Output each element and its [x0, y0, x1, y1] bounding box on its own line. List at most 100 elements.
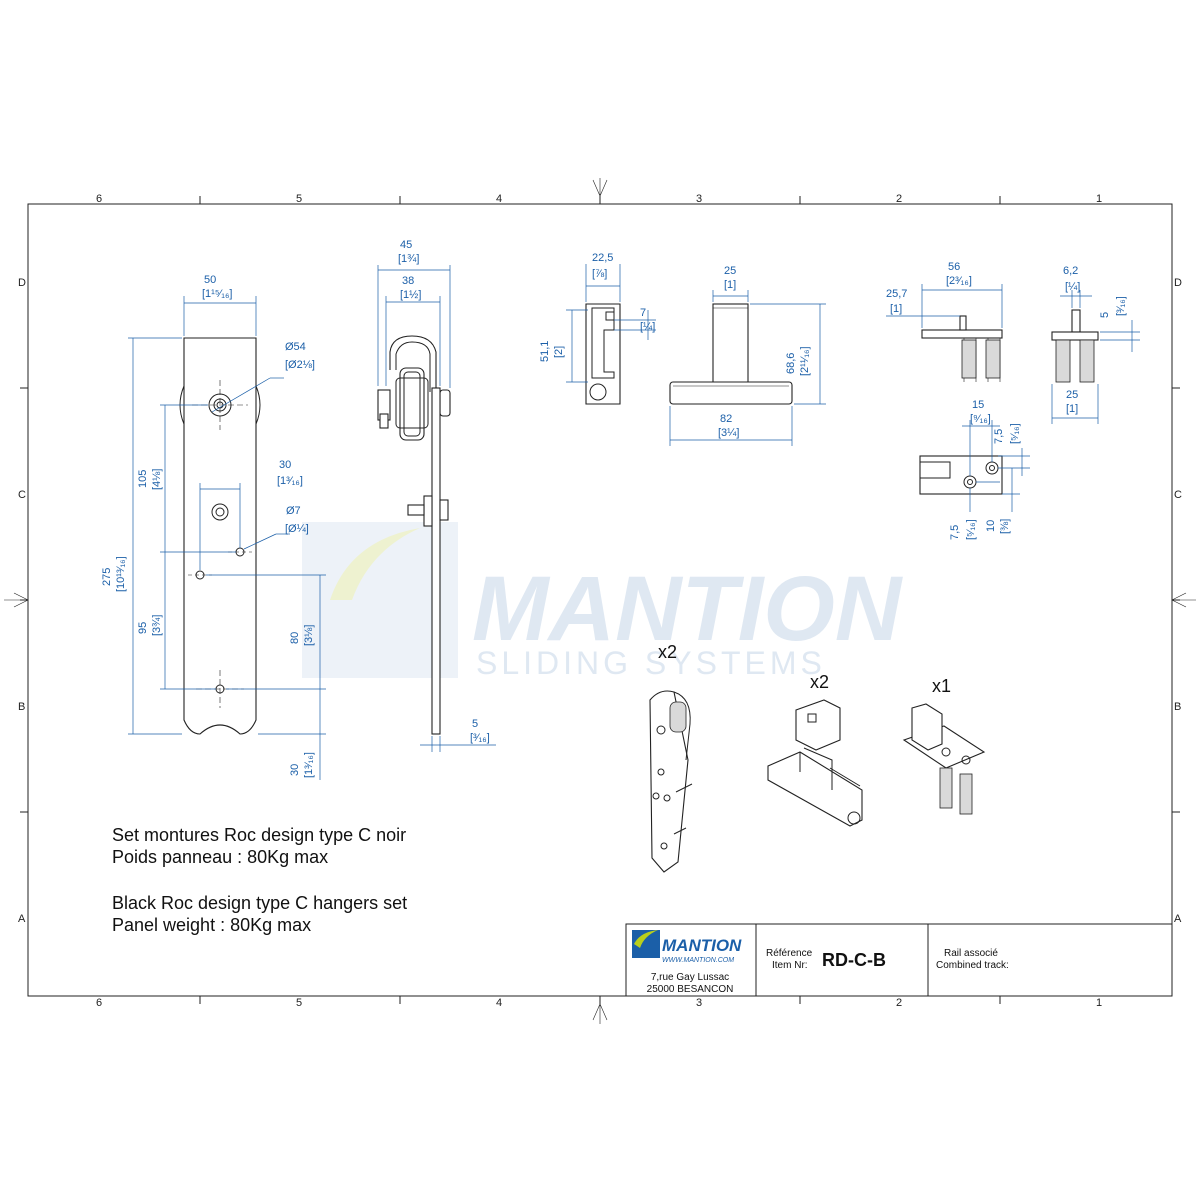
dim-45: 45: [400, 239, 412, 251]
dim-dia7-in: [Ø¼]: [285, 523, 309, 535]
col-label-3-bottom: 3: [696, 997, 702, 1009]
col-label-5-bottom: 5: [296, 997, 302, 1009]
dim-275: 275: [101, 568, 113, 586]
row-label-b-left: B: [18, 701, 25, 713]
dim-22-5: 22,5: [592, 252, 613, 264]
hanger-plate-front-view: [179, 337, 261, 735]
qty-floor-stop: x1: [932, 676, 951, 696]
wheel-side-dimensions: 45 [1¾] 38 [1½] 5 [³⁄₁₆]: [377, 239, 496, 752]
dim-56-in: [2³⁄₁₆]: [946, 275, 972, 287]
dim-105: 105: [137, 470, 149, 488]
watermark-brand: MANTION: [472, 558, 904, 660]
col-label-6-bottom: 6: [96, 997, 102, 1009]
drawing-frame: 6 5 4 3 2 1 6 5 4 3 2 1 D C B A D C B A: [4, 178, 1196, 1024]
floor-stop-side-dimensions: 56 [2³⁄₁₆] 25,7 [1]: [886, 261, 1003, 328]
dim-dia54-in: [Ø2⅛]: [285, 359, 315, 371]
row-label-d-left: D: [18, 277, 26, 289]
mantion-logo-text: MANTION: [662, 936, 742, 955]
dim-7-5a: 7,5: [993, 429, 1005, 444]
address-line1: 7,rue Gay Lussac: [651, 972, 729, 983]
dim-6-2-in: [¼]: [1065, 281, 1080, 293]
floor-stop-side-view: [921, 315, 1003, 382]
dim-45-in: [1¾]: [398, 253, 419, 265]
dim-38-in: [1½]: [400, 289, 421, 301]
dim-30a-in: [1³⁄₁₆]: [277, 475, 303, 487]
col-label-1-bottom: 1: [1096, 997, 1102, 1009]
dim-25c-in: [1]: [1066, 403, 1078, 415]
reference-label: Référence: [766, 948, 813, 959]
item-reference: RD-C-B: [822, 950, 886, 970]
guide-side-view: [585, 303, 621, 405]
dim-dia7: Ø7: [286, 505, 301, 517]
mantion-watermark: MANTION SLIDING SYSTEMS: [302, 522, 904, 681]
watermark-tagline: SLIDING SYSTEMS: [476, 645, 826, 681]
dim-25c: 25: [1066, 389, 1078, 401]
col-label-6-top: 6: [96, 193, 102, 205]
dim-5b-in: [³⁄₁₆]: [1115, 296, 1127, 316]
rail-associe-label: Rail associé: [944, 948, 998, 959]
wheel-side-view: [377, 335, 451, 735]
address-line2: 25000 BESANCON: [647, 984, 734, 995]
col-label-1-top: 1: [1096, 193, 1102, 205]
dim-68-6: 68,6: [785, 353, 797, 374]
dim-5a: 5: [472, 718, 478, 730]
row-label-a-left: A: [18, 913, 26, 925]
dim-30b-in: [1³⁄₁₆]: [303, 752, 315, 778]
dim-56: 56: [948, 261, 960, 273]
dim-7b-in: [¼]: [640, 321, 655, 333]
dim-275-in: [10¹³⁄₁₆]: [115, 556, 127, 592]
guide-side-dimensions: 22,5 [⅞] 7 [¼] 51,1 [2]: [539, 252, 656, 383]
description-fr-line2: Poids panneau : 80Kg max: [112, 847, 329, 867]
t-stop-front-view: [669, 303, 793, 405]
qty-hanger: x2: [658, 642, 677, 662]
dim-5b: 5: [1099, 312, 1111, 318]
dim-7-5a-in: [⁵⁄₁₆]: [1009, 423, 1021, 444]
dim-25-7-in: [1]: [890, 303, 902, 315]
description-fr: Set montures Roc design type C noir Poid…: [112, 824, 406, 868]
hanger-plate-dimensions: 50 [1¹⁵⁄₁₆] Ø54 [Ø2⅛] 275 [10¹³⁄₁₆] 105 …: [101, 274, 326, 780]
dim-50: 50: [204, 274, 216, 286]
dim-22-5-in: [⅞]: [592, 268, 607, 280]
description-fr-line1: Set montures Roc design type C noir: [112, 825, 407, 845]
item-nr-label: Item Nr:: [772, 960, 808, 971]
dim-30a: 30: [279, 459, 291, 471]
floor-stop-top-view: [919, 455, 1003, 495]
dim-dia54: Ø54: [285, 341, 306, 353]
hanger-isometric: [649, 690, 693, 873]
row-label-b-right: B: [1174, 701, 1181, 713]
dim-5a-in: [³⁄₁₆]: [470, 732, 490, 744]
dim-51-1-in: [2]: [553, 346, 565, 358]
floor-stop-top-dimensions: 15 [⁹⁄₁₆] 7,5 [⁵⁄₁₆] 7,5 [⁵⁄₁₆] 10 [⅜]: [949, 399, 1030, 540]
col-label-3-top: 3: [696, 193, 702, 205]
dim-82-in: [3¼]: [718, 427, 739, 439]
mantion-website: WWW.MANTION.COM: [662, 957, 734, 964]
dim-6-2: 6,2: [1063, 265, 1078, 277]
row-label-c-left: C: [18, 489, 26, 501]
dim-25a-in: [1]: [724, 279, 736, 291]
guide-isometric: [767, 699, 863, 827]
floor-stop-front-view: [1051, 309, 1099, 383]
dim-10: 10: [985, 520, 997, 532]
dim-15: 15: [972, 399, 984, 411]
dim-7-5b: 7,5: [949, 525, 961, 540]
dim-95-in: [3¾]: [151, 615, 163, 636]
dim-10-in: [⅜]: [999, 519, 1011, 534]
dim-95: 95: [137, 622, 149, 634]
floor-stop-isometric: [902, 703, 986, 815]
qty-guide: x2: [810, 672, 829, 692]
description-en-line2: Panel weight : 80Kg max: [112, 915, 312, 935]
dim-15-in: [⁹⁄₁₆]: [970, 413, 991, 425]
t-stop-front-dimensions: 25 [1] 68,6 [2¹¹⁄₁₆] 82 [3¼]: [669, 265, 826, 446]
floor-stop-front-dimensions: 6,2 [¼] 5 [³⁄₁₆] 25 [1]: [1051, 265, 1140, 424]
col-label-4-top: 4: [496, 193, 502, 205]
dim-80-in: [3⅛]: [303, 625, 315, 646]
dim-7b: 7: [640, 307, 646, 319]
row-label-a-right: A: [1174, 913, 1182, 925]
row-label-c-right: C: [1174, 489, 1182, 501]
title-block: MANTION WWW.MANTION.COM 7,rue Gay Lussac…: [625, 923, 1173, 997]
col-label-4-bottom: 4: [496, 997, 502, 1009]
dim-105-in: [4⅛]: [151, 469, 163, 490]
description-en-line1: Black Roc design type C hangers set: [112, 893, 408, 913]
dim-50-in: [1¹⁵⁄₁₆]: [202, 288, 232, 300]
